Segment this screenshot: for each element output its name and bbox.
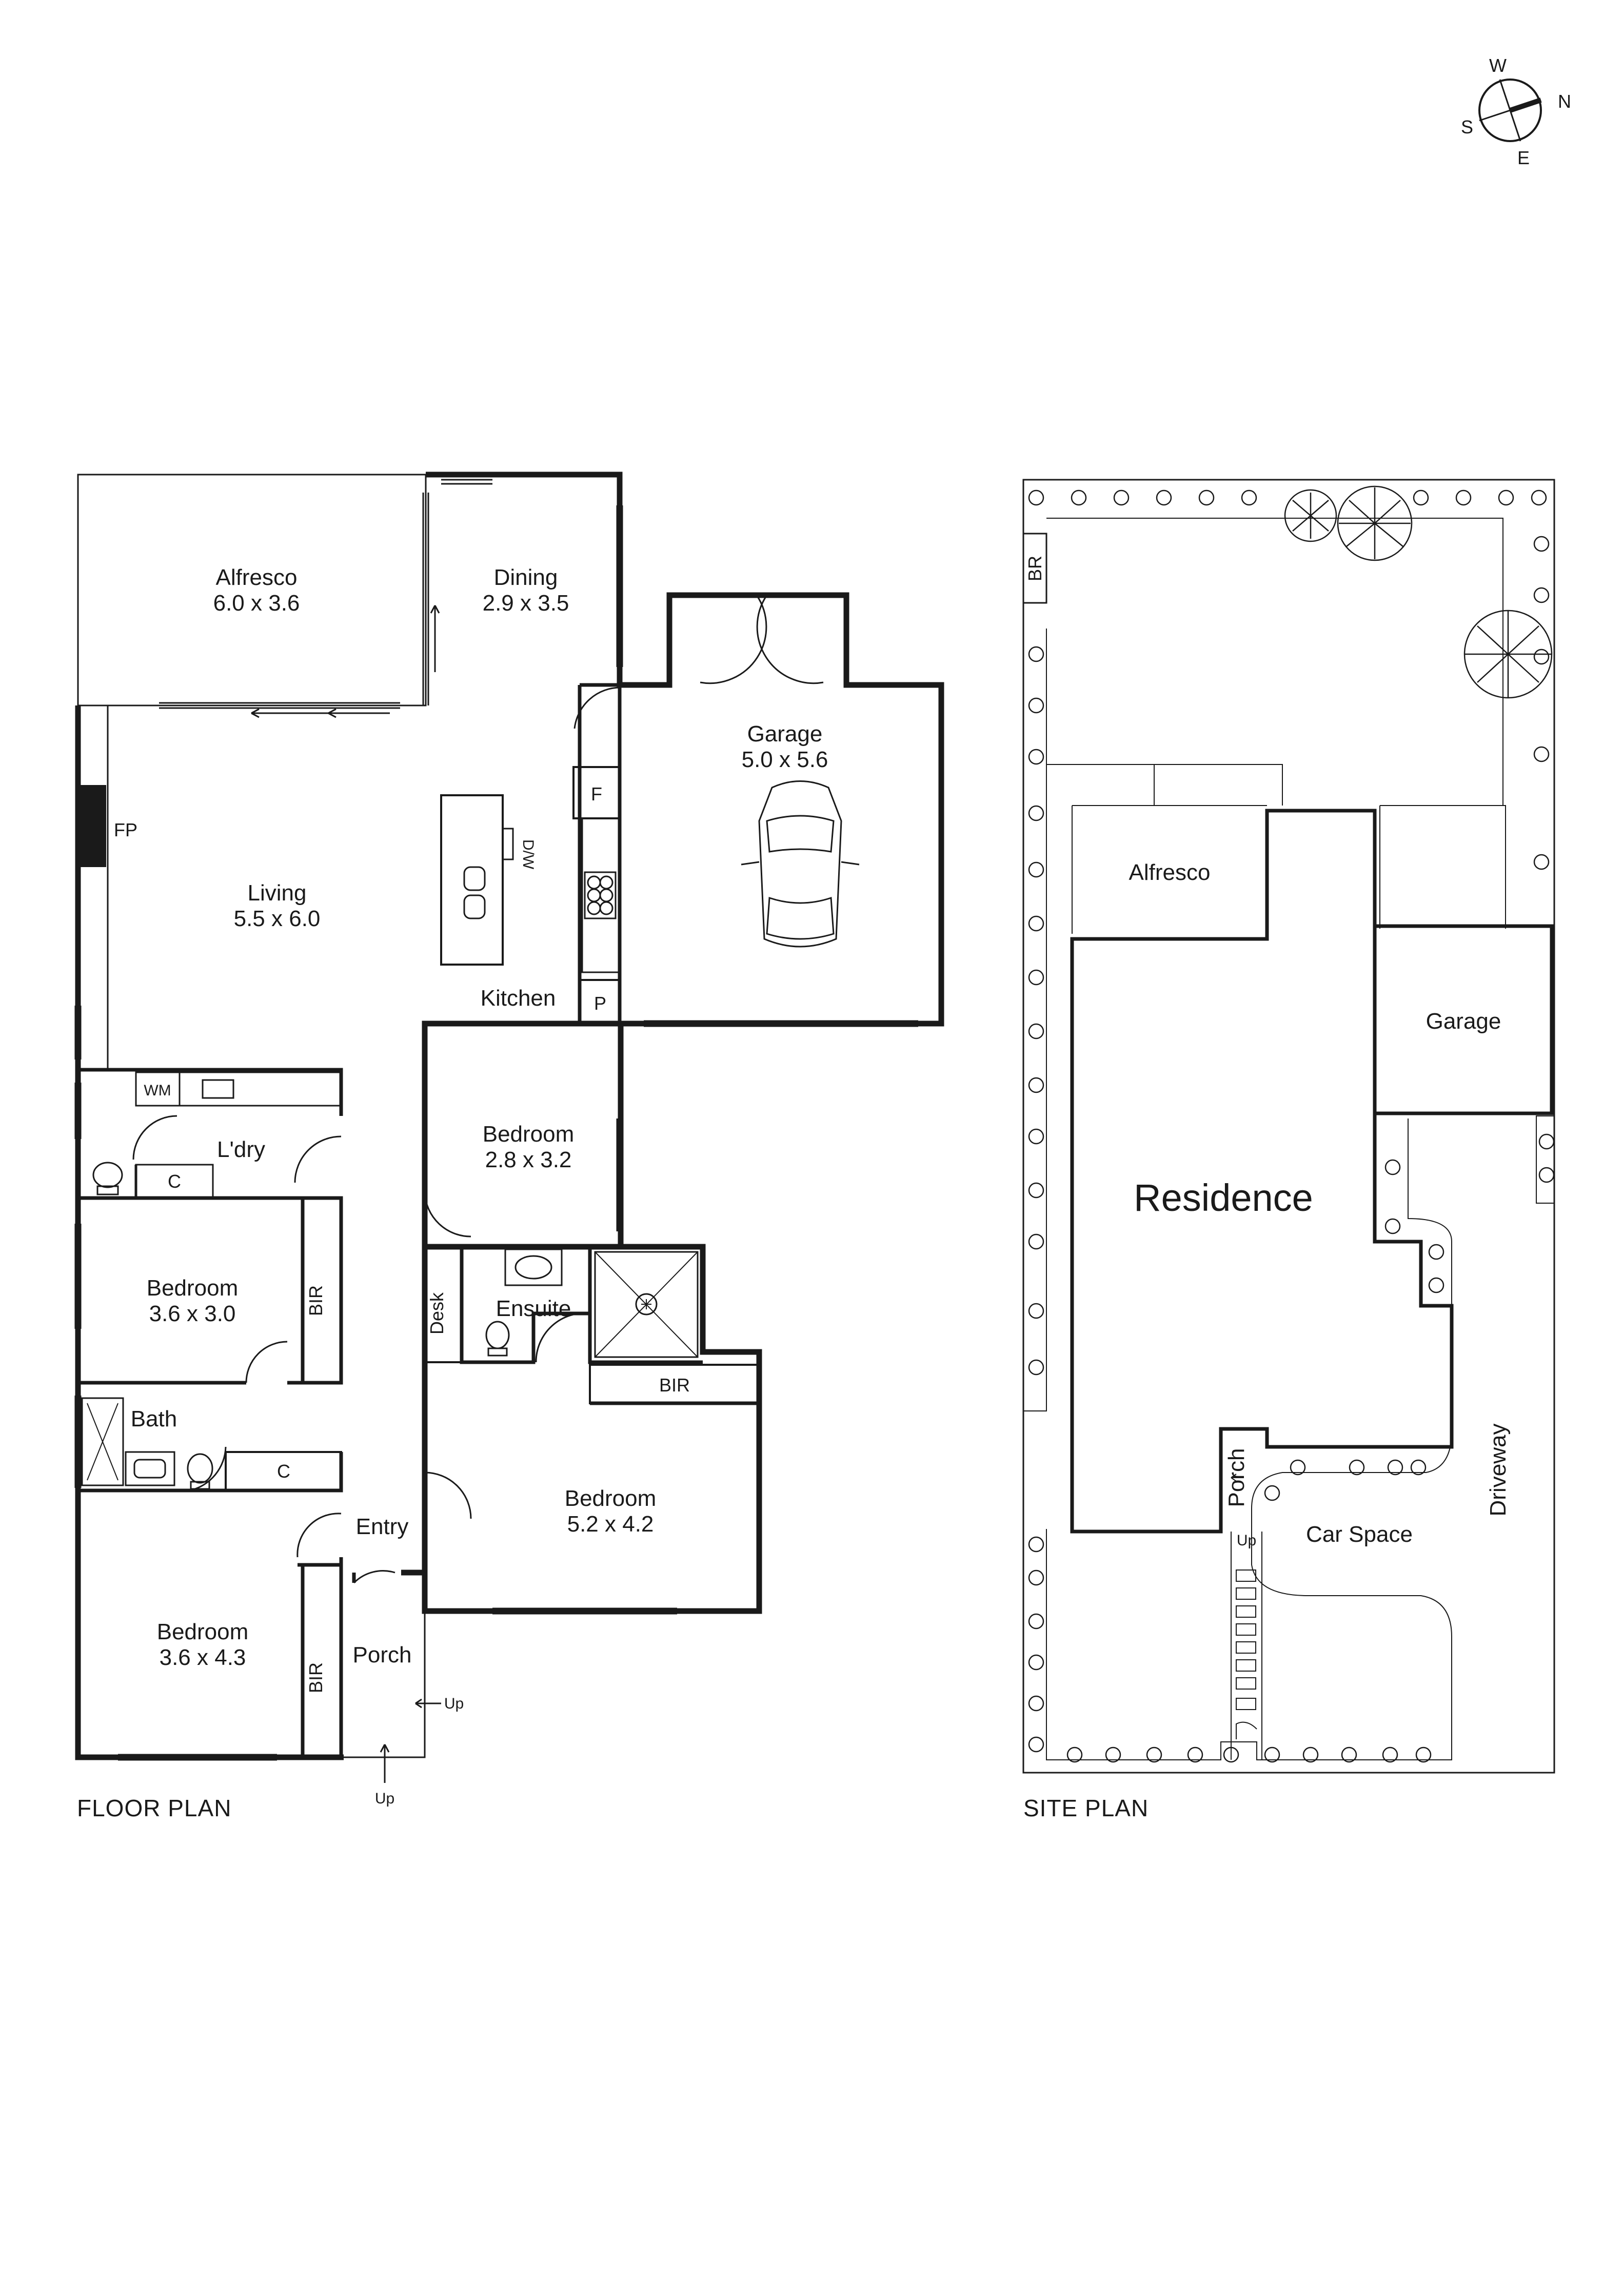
laundry-toilet	[92, 1162, 123, 1188]
sink-bowl-2	[463, 894, 486, 919]
label-cupboard-bath: C	[277, 1461, 290, 1482]
compass-w: W	[1489, 55, 1507, 76]
floor-plan	[74, 472, 944, 1783]
cooktop-burners	[587, 875, 613, 915]
label-wm: WM	[144, 1082, 171, 1099]
bath-vanity	[125, 1451, 175, 1486]
dims-dining: 2.9 x 3.5	[483, 591, 569, 616]
fireplace	[78, 785, 106, 867]
site-label-car-space: Car Space	[1306, 1522, 1413, 1547]
compass: W N S E	[1461, 55, 1571, 168]
dims-bedroom-d: 3.6 x 4.3	[160, 1645, 246, 1670]
compass-e: E	[1517, 147, 1530, 168]
site-label-up: Up	[1237, 1532, 1256, 1549]
compass-s: S	[1461, 116, 1473, 138]
dims-living: 5.5 x 6.0	[234, 906, 321, 931]
label-porch: Porch	[353, 1642, 412, 1667]
site-plan	[1022, 479, 1555, 1774]
label-pantry: P	[594, 993, 606, 1014]
site-label-driveway: Driveway	[1486, 1424, 1511, 1517]
shrubs	[1028, 489, 1555, 1763]
label-fridge: F	[591, 783, 602, 804]
bath-cupboard	[225, 1451, 342, 1492]
label-bir-b: BIR	[305, 1285, 326, 1316]
site-steps	[1236, 1569, 1257, 1739]
br-box	[1022, 533, 1047, 604]
label-living: Living	[248, 880, 307, 906]
label-garage: Garage	[747, 721, 823, 747]
site-plan-heading: SITE PLAN	[1023, 1795, 1149, 1821]
label-up-2: Up	[375, 1790, 394, 1807]
floor-plan-heading: FLOOR PLAN	[77, 1795, 231, 1821]
slider-arrows	[251, 605, 440, 718]
kitchen-island	[440, 794, 504, 966]
washing-machine	[135, 1071, 181, 1107]
bir-ensuite	[589, 1364, 760, 1404]
desk	[424, 1246, 463, 1363]
label-desk: Desk	[426, 1292, 447, 1335]
pantry	[579, 979, 621, 1025]
label-laundry: L'dry	[217, 1137, 265, 1162]
cooktop	[584, 871, 617, 919]
label-dining: Dining	[494, 565, 558, 590]
sink-bowl-1	[463, 866, 486, 891]
label-ensuite: Ensuite	[496, 1296, 571, 1321]
dims-alfresco: 6.0 x 3.6	[213, 591, 300, 616]
bir-left-upper	[302, 1197, 342, 1384]
site-label-residence: Residence	[1134, 1176, 1313, 1219]
outer-wall	[75, 472, 944, 1760]
site-label-porch: Porch	[1224, 1448, 1249, 1507]
dims-bedroom-a: 2.8 x 3.2	[485, 1147, 572, 1172]
porch-up-arrow-1	[415, 1698, 441, 1709]
bath-tub	[81, 1397, 124, 1486]
site-label-garage: Garage	[1426, 1009, 1501, 1034]
alfresco-outline	[77, 474, 427, 707]
kitchen-bench	[581, 817, 621, 973]
ensuite-vanity	[504, 1248, 563, 1286]
shower	[594, 1251, 699, 1358]
car-icon	[741, 780, 860, 948]
porch-up-arrow-2	[380, 1744, 390, 1783]
label-fp: FP	[114, 819, 137, 840]
label-up-1: Up	[444, 1695, 464, 1712]
dims-bedroom-b: 3.6 x 3.0	[149, 1301, 236, 1326]
dims-garage: 5.0 x 5.6	[742, 747, 828, 772]
label-alfresco: Alfresco	[216, 565, 298, 590]
tree-icons	[1284, 485, 1553, 699]
label-kitchen: Kitchen	[481, 986, 556, 1011]
laundry-sink	[202, 1079, 234, 1099]
label-bir-ensuite: BIR	[659, 1375, 690, 1396]
label-entry: Entry	[356, 1514, 409, 1539]
label-bedroom-a: Bedroom	[483, 1122, 575, 1147]
windows	[74, 479, 918, 1761]
label-bath: Bath	[131, 1406, 177, 1431]
compass-n: N	[1558, 91, 1571, 112]
label-bedroom-d: Bedroom	[157, 1619, 249, 1644]
bir-left-lower	[302, 1564, 342, 1758]
label-bedroom-b: Bedroom	[147, 1275, 239, 1301]
site-garage	[1373, 924, 1554, 1115]
bath-toilet	[187, 1453, 213, 1484]
label-bedroom-c: Bedroom	[565, 1486, 657, 1511]
dims-bedroom-c: 5.2 x 4.2	[567, 1512, 654, 1537]
site-label-br: BR	[1024, 556, 1045, 581]
label-cupboard-laundry: C	[168, 1171, 181, 1192]
label-bir-d: BIR	[305, 1662, 326, 1693]
floor-plan-labels: Alfresco 6.0 x 3.6 Dining 2.9 x 3.5 Gara…	[77, 565, 828, 1821]
dishwasher	[502, 828, 514, 860]
site-plan-labels: BR Alfresco Garage Residence Porch Up Ca…	[1023, 556, 1511, 1821]
label-dishwasher: D/W	[520, 839, 537, 870]
site-label-alfresco: Alfresco	[1129, 860, 1211, 885]
